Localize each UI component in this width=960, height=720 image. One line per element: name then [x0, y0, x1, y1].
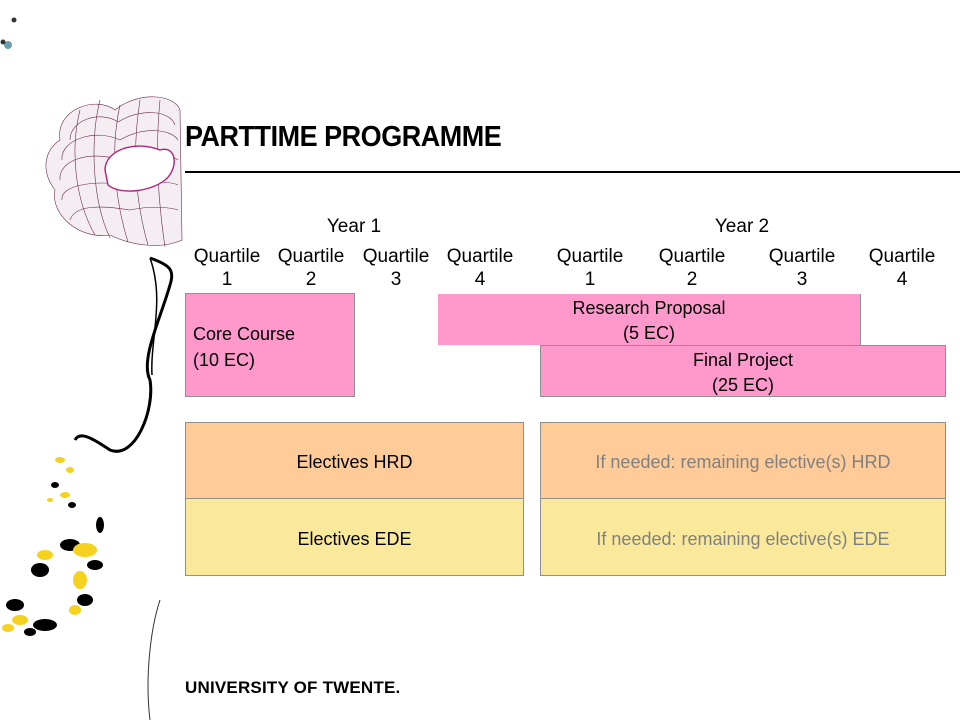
core-course-line2: (10 EC): [193, 350, 256, 370]
page-title: PARTTIME PROGRAMME: [185, 121, 502, 153]
speckle-cluster-bottom: [2, 457, 104, 636]
electives-hrd-label: Electives HRD: [296, 452, 413, 472]
research-proposal-line2: (5 EC): [622, 323, 675, 343]
remaining-ede-block: If needed: remaining elective(s) EDE: [540, 498, 946, 576]
decorative-artwork: [0, 17, 183, 720]
wireframe-blob: [45, 96, 183, 248]
final-project-block: Final Project (25 EC): [540, 345, 946, 397]
electives-ede-block: Electives EDE: [185, 498, 524, 576]
decorative-curve: [73, 256, 174, 453]
electives-hrd-block: Electives HRD: [185, 422, 524, 499]
research-proposal-block: Research Proposal (5 EC): [438, 294, 861, 345]
electives-ede-label: Electives EDE: [297, 529, 412, 549]
year-2-label: Year 2: [714, 216, 770, 237]
university-logo-text: UNIVERSITY OF TWENTE.: [185, 678, 401, 697]
core-course-line1: Core Course: [193, 324, 296, 344]
core-course-block: Core Course (10 EC): [185, 293, 355, 397]
final-project-line1: Final Project: [692, 350, 794, 370]
speckle-cluster-top: [0, 17, 17, 49]
title-rule: [185, 171, 960, 173]
research-proposal-line1: Research Proposal: [572, 298, 726, 318]
final-project-line2: (25 EC): [711, 375, 774, 395]
year-1-label: Year 1: [326, 216, 382, 237]
remaining-hrd-label: If needed: remaining elective(s) HRD: [595, 452, 891, 472]
remaining-hrd-block: If needed: remaining elective(s) HRD: [540, 422, 946, 499]
remaining-ede-label: If needed: remaining elective(s) EDE: [596, 529, 890, 549]
